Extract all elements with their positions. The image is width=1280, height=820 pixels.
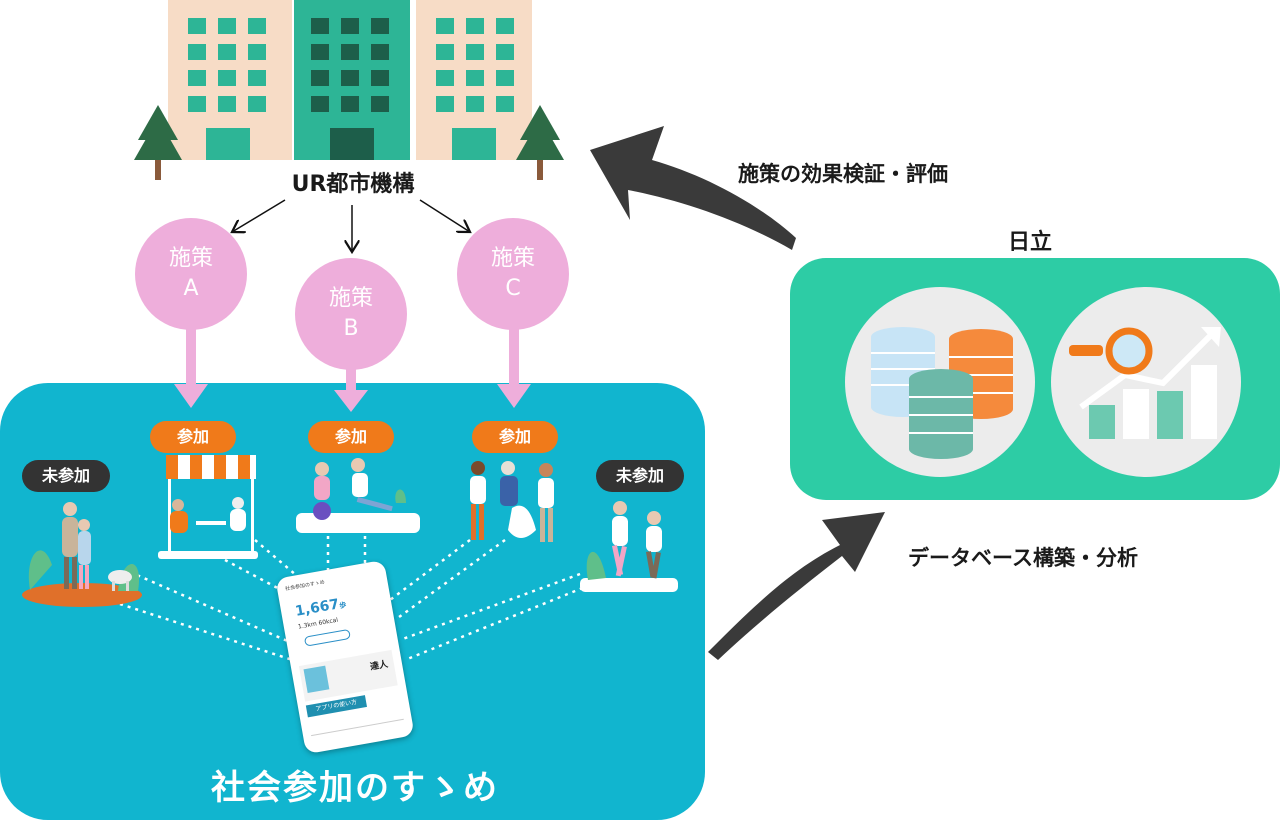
joined-pill-c: 参加 — [472, 421, 558, 453]
exercise-illustration — [296, 458, 420, 533]
not-joined-pill-left: 未参加 — [22, 460, 110, 492]
arrow-to-ur — [590, 126, 796, 250]
database-icon — [871, 327, 1013, 459]
analytics-chart-icon — [1069, 327, 1221, 439]
joined-pill-a: 参加 — [150, 421, 236, 453]
magnifier-icon — [1069, 327, 1153, 375]
evaluation-caption: 施策の効果検証・評価 — [738, 162, 948, 186]
ur-buildings-illustration — [134, 0, 564, 180]
ur-label: UR都市機構 — [291, 172, 415, 197]
arrow-to-hitachi — [708, 512, 885, 660]
tree-right-icon — [516, 105, 564, 180]
volunteer-illustration — [470, 461, 554, 542]
jogging-couple-illustration — [580, 501, 678, 592]
database-caption: データベース構築・分析 — [908, 546, 1138, 570]
cafe-illustration — [158, 455, 258, 559]
tree-left-icon — [134, 105, 182, 180]
community-title: 社会参加のすゝめ — [211, 768, 499, 808]
hitachi-label: 日立 — [1007, 230, 1052, 255]
joined-pill-b: 参加 — [308, 421, 394, 453]
walking-couple-illustration — [22, 502, 142, 607]
not-joined-pill-right: 未参加 — [596, 460, 684, 492]
